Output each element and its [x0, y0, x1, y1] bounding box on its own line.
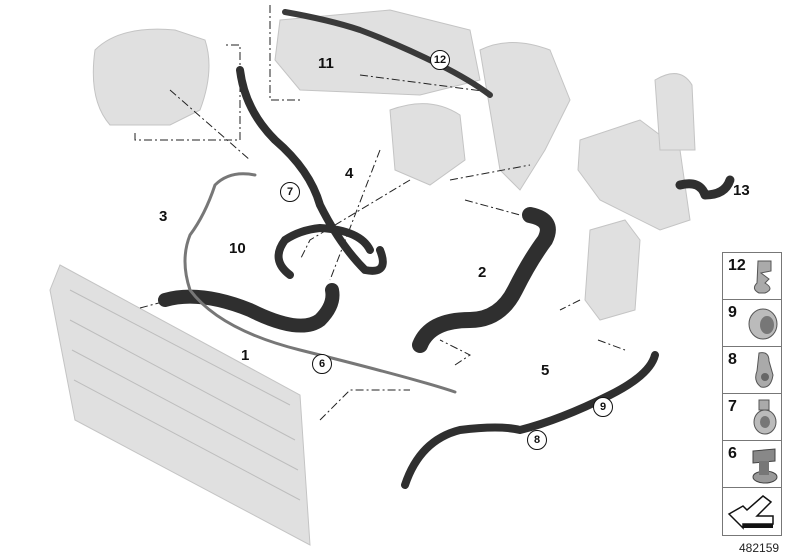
- radiator: [49, 264, 311, 546]
- double-clip-icon: [755, 352, 774, 388]
- direction-arrow-icon: [727, 495, 774, 530]
- hose-5: [401, 351, 659, 489]
- callout-6: 6: [312, 354, 332, 374]
- legend-item-7: 7: [722, 393, 782, 442]
- callout-1: 1: [241, 347, 250, 364]
- hose-10: [274, 224, 374, 279]
- hose-13: [675, 175, 735, 200]
- line-11: [282, 9, 493, 98]
- legend-item-12: 12: [722, 252, 782, 301]
- holder-icon: [752, 448, 778, 484]
- callout-3: 3: [159, 208, 168, 225]
- callout-2: 2: [478, 264, 487, 281]
- sleeve-icon: [748, 308, 778, 340]
- callout-10: 10: [229, 240, 246, 257]
- callout-8: 8: [527, 430, 547, 450]
- line-3: [183, 172, 457, 394]
- intake-manifold: [274, 9, 481, 96]
- callout-9: 9: [593, 397, 613, 417]
- hose-clamp-icon: [753, 399, 777, 435]
- hose-1: [158, 283, 340, 333]
- legend-direction: [722, 487, 782, 536]
- throttle-body: [389, 103, 466, 186]
- turbocharger: [479, 42, 571, 191]
- callout-4: 4: [345, 165, 354, 182]
- legend-item-6: 6: [722, 440, 782, 489]
- diagram-code: 482159: [739, 541, 780, 555]
- legend-item-8: 8: [722, 346, 782, 395]
- callout-5: 5: [541, 362, 550, 379]
- oil-cooler: [584, 219, 641, 321]
- callout-7: 7: [280, 182, 300, 202]
- callout-11: 11: [318, 55, 334, 72]
- callout-13: 13: [733, 182, 750, 199]
- oil-filter: [654, 73, 696, 151]
- expansion-tank: [92, 28, 210, 126]
- hose-2: [412, 207, 556, 353]
- clip-icon: [753, 260, 772, 294]
- legend-item-9: 9: [722, 299, 782, 348]
- hose-4: [236, 66, 387, 275]
- callout-12: 12: [430, 50, 450, 70]
